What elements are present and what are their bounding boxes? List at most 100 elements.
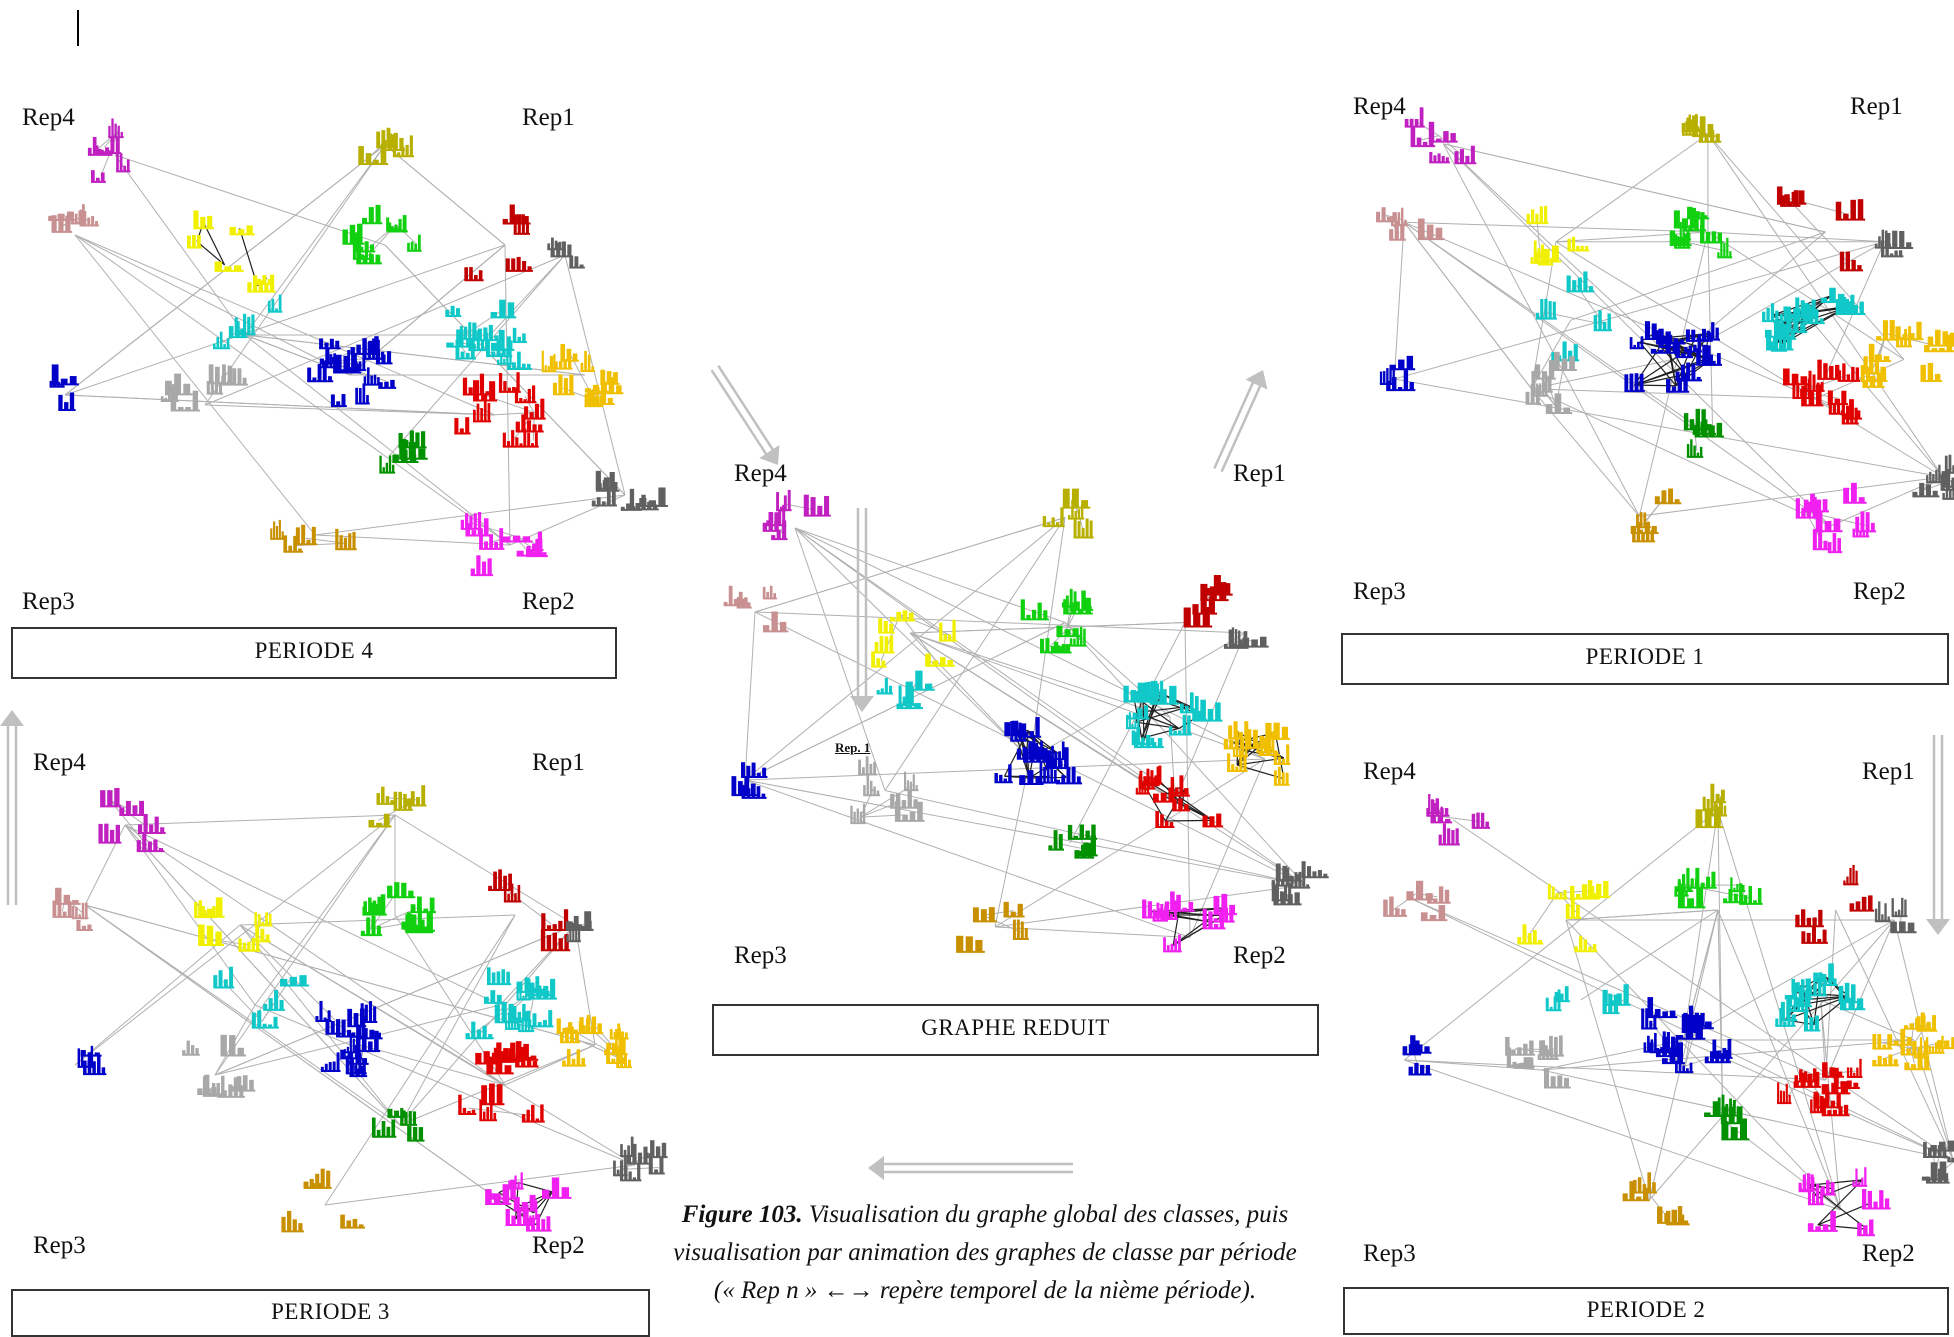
graphe-reduit-blue-class-node-bar [1014, 735, 1017, 741]
periode-3-olive-class-node-bar [398, 792, 402, 810]
periode-3-blue-class-node-bar [315, 1016, 318, 1021]
graphe-reduit-orange-class-node-bar [1234, 721, 1238, 738]
periode-1-blue-class-node-bar [1717, 353, 1721, 365]
periode-2-orange-class-node-bar [1926, 1023, 1930, 1029]
periode-4-orange-class-node-bar [567, 349, 572, 361]
graphe-reduit-gray-class-node-bar [1307, 866, 1311, 877]
periode-3-yellow-class-node-bar [266, 935, 270, 942]
periode-3-darkgreen-class-node-bar [372, 1118, 376, 1137]
periode-1-yellow-class-node-bar [1544, 206, 1547, 223]
graphe-reduit-gray-class-node-bar [1289, 876, 1294, 881]
periode-3-orange-class-node-bar [620, 1037, 626, 1054]
periode-1-silver-class-node-bar [1547, 376, 1551, 392]
periode-1-orange-class-node-bar [1869, 344, 1875, 361]
periode-4-blue-class-node-bar [381, 354, 385, 363]
periode-3-darkred-class-node-bar [558, 938, 562, 950]
graph-edge [306, 538, 345, 543]
periode-1-gray-class-node-bar [1899, 231, 1904, 248]
periode-2-orange-class-node-bar [1904, 1025, 1908, 1029]
periode-3-cyan-class-node-bar [525, 1011, 527, 1031]
periode-1-green-class-node-bar [1682, 218, 1688, 227]
periode-2-blue-class-node-bar [1653, 1015, 1656, 1029]
periode-4-blue-class-node-bar [64, 402, 68, 410]
periode-2-darkred-class-node-bar [1823, 930, 1827, 943]
graphe-reduit-silver-class-node-bar [917, 802, 923, 821]
periode-4-red-class-node-bar [531, 443, 534, 447]
periode-1-cyan-class-node-bar [1549, 301, 1552, 319]
periode-4-blue-class-node-bar [331, 357, 335, 363]
periode-2-blue-class-node-bar [1656, 1049, 1661, 1056]
periode-4-darkred-class-node-bar [506, 258, 510, 270]
periode-3-pink-class-node-bar [562, 1187, 569, 1198]
periode-3-magenta-class-node-bar [148, 842, 152, 852]
periode-3-red-class-node-bar [516, 1041, 522, 1060]
periode-1-darkred-class-node-bar [1836, 202, 1842, 220]
periode-3-red-class-node-bar [486, 1062, 493, 1073]
graphe-reduit-green-class-node-bar [1032, 610, 1036, 620]
periode-3-silver-class-node-bar [237, 1076, 242, 1090]
periode-1-link [1532, 389, 1831, 526]
graphe-reduit-cyan-class-node-bar [1159, 689, 1166, 704]
periode-3-magenta-class-node-bar [159, 848, 163, 851]
periode-4-orange-class-node-bar [553, 383, 557, 394]
periode-2-gray-class-node-bar [1948, 1141, 1954, 1151]
periode-2-blue-class-node-bar [1662, 1011, 1668, 1017]
periode-4-pink-class-node-bar [478, 529, 483, 535]
periode-2-orange-class-node-bar [1887, 1042, 1891, 1049]
periode-3-cyan-class-node-bar [482, 1026, 486, 1039]
periode-3-pink-class-node-bar [503, 1184, 510, 1204]
periode-3-gold-class-node-bar [281, 1217, 285, 1232]
periode-1-orange-class-node-bar [1877, 374, 1881, 381]
graphe-reduit-gold-class-node-bar [1017, 919, 1020, 939]
periode-1-darkgreen-class-node-bar [1684, 413, 1688, 429]
graphe-reduit-green-class-node-bar [1070, 638, 1073, 645]
periode-3-blue-class-node-bar [354, 1065, 357, 1073]
periode-4-rose-class-node-bar [95, 221, 98, 225]
periode-4-red-class-node-bar [521, 414, 525, 431]
periode-2-cyan-class-node-bar [1809, 1017, 1813, 1030]
periode-1-yellow-class-node-bar [1540, 206, 1543, 223]
periode-2-pink-class-node-bar [1861, 1177, 1863, 1185]
periode-4-link [505, 245, 510, 545]
graphe-reduit-green-class-node-bar [1075, 601, 1079, 609]
periode-1-gold-class-node-bar [1661, 490, 1666, 503]
graphe-reduit-silver-class-node-bar [869, 764, 872, 775]
periode-2-rose-class-node-bar [1421, 912, 1428, 920]
periode-2-yellow-class-node-bar [1566, 904, 1570, 918]
periode-4-red-class-node-bar [528, 389, 531, 402]
periode-3-link [125, 825, 400, 1125]
periode-1-rose-class-node-bar [1418, 219, 1425, 240]
periode-2-green-class-node-bar [1723, 898, 1727, 902]
periode-3-olive-class-node-bar [368, 820, 374, 827]
periode-4-yellow-class-node-bar [230, 227, 236, 234]
periode-1-red-class-node-bar [1813, 374, 1816, 390]
periode-4-cyan-class-node-bar [491, 312, 497, 317]
graphe-reduit-green-class-node-bar [1038, 603, 1042, 620]
graphe-reduit-gray-class-node-bar [1244, 631, 1248, 648]
graphe-reduit-cyan-class-node-bar [906, 682, 913, 690]
periode-4-green-class-node-bar [362, 218, 367, 223]
periode-2-pink-class-node-bar [1830, 1211, 1836, 1231]
periode-4-orange-class-node-bar [558, 374, 562, 394]
periode-2-cyan-class-node-bar [1821, 974, 1827, 982]
graphe-reduit-blue-class-node-bar [999, 775, 1002, 782]
periode-1-blue-class-node-bar [1666, 379, 1670, 392]
arrow-center-to-p1-shaft [1214, 381, 1253, 468]
periode-3-blue-class-node-bar [368, 1041, 373, 1051]
periode-4-blue-class-node-bar [70, 393, 74, 410]
graphe-reduit-silver-class-node-bar [866, 756, 869, 774]
periode-4-orange-class-node-bar [554, 361, 557, 368]
periode-2-red-class-node-bar [1837, 1094, 1841, 1107]
periode-2-orange-class-node-bar [1921, 1013, 1925, 1029]
periode-3-olive-class-node-bar [386, 796, 389, 804]
periode-2-pink-class-node-bar [1864, 1167, 1866, 1186]
periode-3-yellow-class-node-bar [258, 914, 261, 925]
graphe-reduit-cyan-class-node-bar [1169, 686, 1176, 704]
graphe-reduit-yellow-class-node-bar [884, 621, 888, 633]
periode-4-cyan-class-node-bar [497, 360, 499, 364]
periode-3-blue-class-node-bar [342, 1020, 346, 1037]
periode-1-red-class-node-bar [1783, 368, 1790, 384]
graphe-reduit-yellow-class-node-bar [881, 661, 885, 667]
periode-2-gray-class-node-bar [1923, 1142, 1927, 1157]
periode-4-red-class-node-bar [535, 404, 539, 419]
